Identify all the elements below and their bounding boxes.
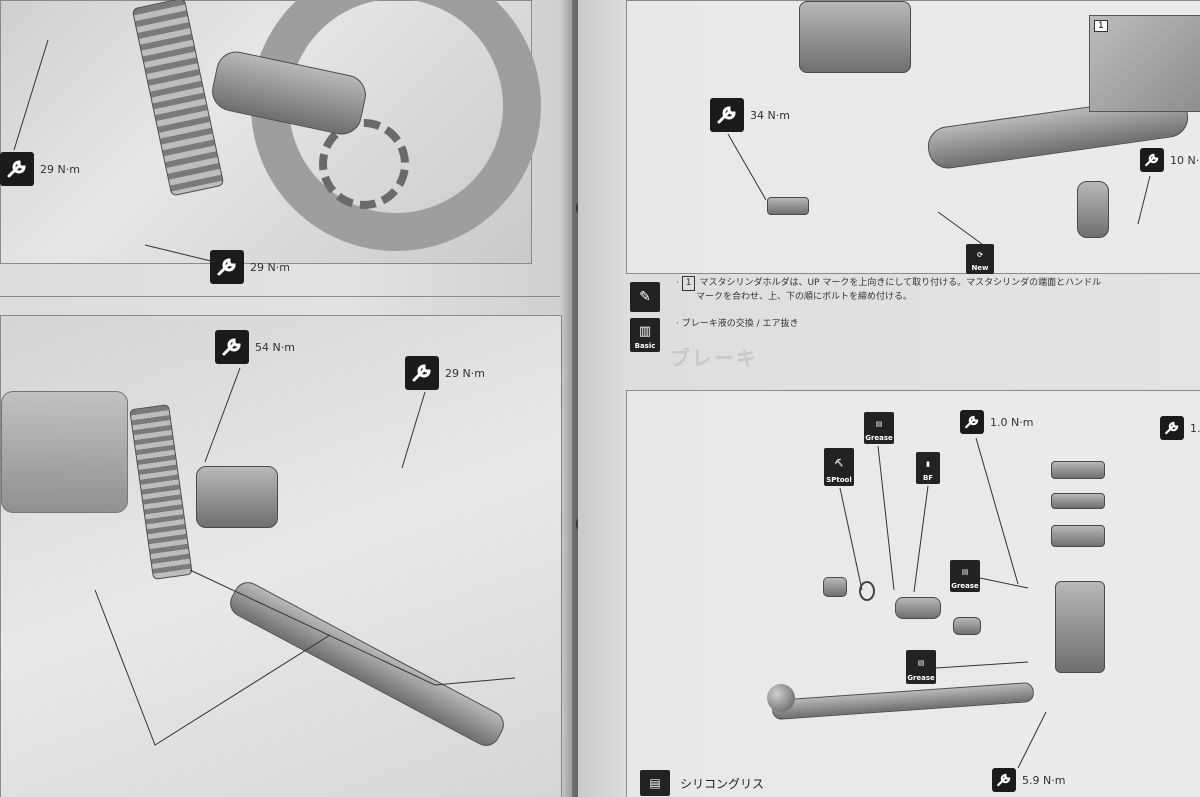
refresh-icon: ⟳ [977, 251, 983, 259]
rear-suspension-illustration [0, 0, 541, 264]
torque-value: 34 N·m [750, 108, 790, 122]
reservoir-cap [1051, 461, 1105, 479]
grease-label: Grease [907, 674, 935, 682]
shock-absorber [129, 404, 193, 580]
install-note-icon: ✎ [630, 282, 660, 312]
basic-badge-label: Basic [634, 342, 656, 350]
reservoir-body [1055, 581, 1105, 673]
grease-icon: ▤ [961, 568, 969, 576]
detail-inset: 1 [1089, 15, 1200, 112]
wrench-icon [960, 410, 984, 434]
reference-text: ブレーキ液の交換 / エア抜き [681, 319, 799, 329]
master-cylinder-holder [1077, 181, 1109, 238]
manual-right-page: 1 34 N·m 10 N·m ⟳ New ✎ · 1マスタシリンダホルダは、U… [578, 0, 1200, 797]
special-tool-badge: ⛏ SPtool [824, 448, 854, 486]
torque-spec: 10 N·m [1140, 148, 1200, 172]
torque-value: 29 N·m [250, 260, 290, 274]
shock-absorber [131, 0, 225, 197]
mounting-bolt [767, 197, 809, 215]
bf-label: BF [922, 474, 934, 482]
grease-icon: ▤ [917, 659, 925, 667]
piston-cup [953, 617, 981, 635]
torque-value: 29 N·m [445, 366, 485, 380]
silicone-grease-label: シリコングリス [680, 776, 765, 791]
wrench-icon [1160, 416, 1184, 440]
brake-caliper [196, 466, 278, 528]
new-badge-label: New [971, 264, 989, 272]
manual-left-page: 29 N·m 29 N·m ム 54 N·m 29 N·m [0, 0, 572, 797]
grease-badge: ▤ Grease [864, 412, 894, 444]
piston-assembly [895, 597, 941, 619]
grease-icon: ▤ [875, 420, 883, 428]
swingarm-illustration [0, 315, 562, 797]
reference-line: · ブレーキ液の交換 / エア抜き [676, 319, 799, 329]
wrench-icon [992, 768, 1016, 792]
tool-icon: ⛏ [834, 459, 844, 467]
torque-spec: 29 N·m [210, 250, 290, 284]
wrench-icon [1140, 148, 1164, 172]
torque-spec: 1. [1160, 416, 1200, 440]
torque-spec: 54 N·m [215, 330, 295, 364]
brake-lever-exploded-view [626, 390, 1200, 797]
sptool-label: SPtool [826, 476, 852, 484]
diaphragm [1051, 525, 1105, 547]
callout-number: 1 [1094, 20, 1108, 32]
basic-reference-badge: ▥ Basic [630, 318, 660, 352]
grease-icon: ▤ [640, 770, 670, 796]
torque-value: 1. [1190, 421, 1200, 435]
note-line-2: マークを合わせ、上、下の順にボルトを締め付ける。 [696, 292, 913, 302]
wrench-icon [210, 250, 244, 284]
fluid-bottle-icon: ▮ [926, 460, 930, 468]
rear-tire [251, 0, 541, 251]
torque-value: 1.0 N·m [990, 415, 1034, 429]
callout-number: 1 [681, 276, 696, 291]
brake-lever [771, 681, 1035, 721]
grease-label: Grease [951, 582, 979, 590]
swingarm [225, 577, 509, 751]
torque-value: 54 N·m [255, 340, 295, 354]
torque-spec: 34 N·m [710, 98, 790, 132]
torque-spec: 5.9 N·m [992, 768, 1065, 792]
grease-label: Grease [865, 434, 893, 442]
wrench-icon [0, 152, 34, 186]
wrench-icon [215, 330, 249, 364]
master-cylinder [799, 1, 911, 73]
torque-value: 29 N·m [40, 162, 80, 176]
book-icon: ▥ [638, 323, 652, 339]
torque-value: 10 N·m [1170, 153, 1200, 167]
grease-badge: ▤ Grease [906, 650, 936, 684]
snap-ring [859, 581, 875, 601]
wrench-icon [405, 356, 439, 390]
torque-spec: 1.0 N·m [960, 410, 1033, 434]
diaphragm-plate [1051, 493, 1105, 509]
silicone-grease-legend: ▤ シリコングリス [640, 770, 764, 796]
torque-value: 5.9 N·m [1022, 773, 1066, 787]
wrench-icon [710, 98, 744, 132]
master-cylinder-illustration: 1 [626, 0, 1200, 274]
note-line-1: マスタシリンダホルダは、UP マークを上向きにして取り付ける。マスタシリンダの端… [699, 278, 1102, 288]
new-part-badge: ⟳ New [966, 244, 994, 274]
rear-sprocket [319, 119, 409, 209]
lever-knob [767, 684, 795, 712]
torque-spec: 29 N·m [0, 152, 80, 186]
engine-case [1, 391, 128, 513]
section-title: ブレーキ [670, 346, 758, 370]
brake-fluid-badge: ▮ BF [916, 452, 940, 484]
dust-boot [823, 577, 847, 597]
grease-badge: ▤ Grease [950, 560, 980, 592]
torque-spec: 29 N·m [405, 356, 485, 390]
section-divider [0, 296, 560, 297]
